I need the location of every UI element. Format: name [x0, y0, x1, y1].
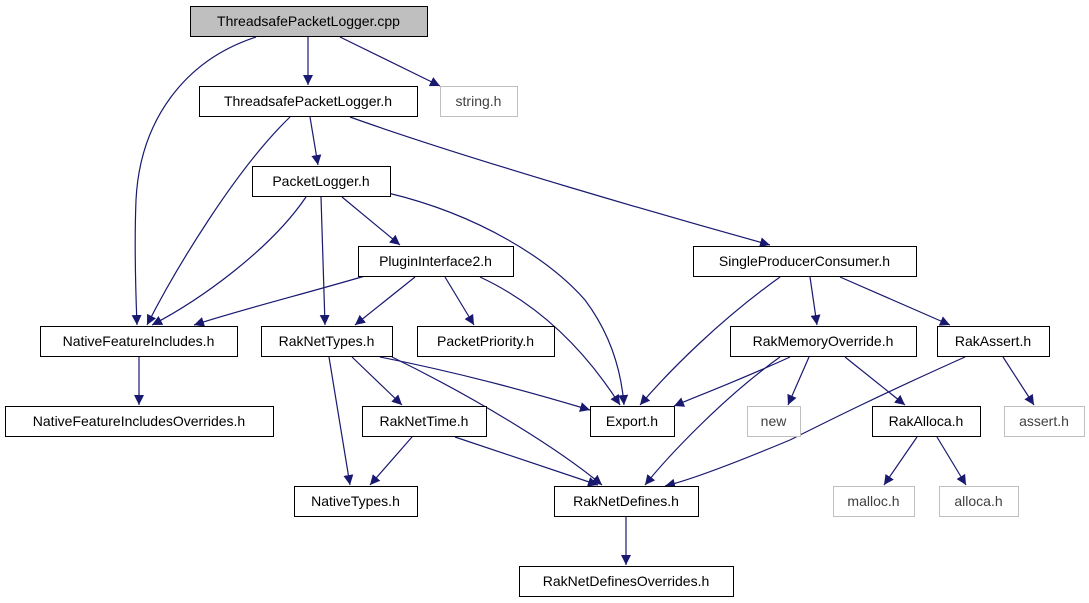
edge-n3-n13 [387, 192, 629, 406]
edge-n1-n3 [309, 116, 322, 166]
edge-n5-n7 [354, 276, 416, 326]
node-box [939, 486, 1019, 517]
edge-n7-n17 [328, 356, 354, 486]
node-box [1004, 406, 1085, 437]
node-n11[interactable]: NativeFeatureIncludesOverrides.h [5, 406, 274, 437]
node-label: assert.h [1019, 413, 1069, 429]
node-n20[interactable]: alloca.h [939, 486, 1019, 517]
node-box [590, 406, 675, 437]
node-label: PacketLogger.h [272, 173, 369, 189]
node-label: RakMemoryOverride.h [753, 333, 894, 349]
node-box [872, 406, 981, 437]
node-label: RakNetDefines.h [573, 493, 679, 509]
edge-n12-n18 [454, 436, 599, 487]
node-n17[interactable]: NativeTypes.h [294, 486, 418, 517]
node-box [294, 486, 418, 517]
node-label: RakNetDefinesOverrides.h [543, 573, 710, 589]
node-n5[interactable]: PluginInterface2.h [358, 246, 514, 277]
edge-n7-n18 [391, 356, 603, 486]
edge-n10-n18 [664, 356, 966, 489]
node-box [417, 326, 555, 357]
node-box [937, 326, 1050, 357]
edge-n3-n6 [151, 196, 307, 326]
node-box [199, 86, 418, 117]
edge-n1-n6 [146, 116, 291, 326]
node-n16[interactable]: assert.h [1004, 406, 1085, 437]
node-label: ThreadsafePacketLogger.h [224, 93, 392, 109]
node-label: PacketPriority.h [437, 333, 534, 349]
edge-n0-n6 [131, 36, 257, 326]
node-n1[interactable]: ThreadsafePacketLogger.h [199, 86, 418, 117]
node-box [190, 6, 428, 37]
node-box [358, 246, 514, 277]
node-n10[interactable]: RakAssert.h [937, 326, 1050, 357]
node-label: alloca.h [954, 493, 1002, 509]
node-label: SingleProducerConsumer.h [719, 253, 890, 269]
node-label: string.h [456, 93, 502, 109]
edge-n0-n2 [339, 36, 441, 87]
edge-n3-n7 [319, 196, 330, 326]
node-n18[interactable]: RakNetDefines.h [554, 486, 699, 517]
node-n21[interactable]: RakNetDefinesOverrides.h [519, 566, 734, 597]
node-label: NativeFeatureIncludes.h [63, 333, 215, 349]
edge-n7-n12 [351, 356, 403, 406]
edge-n5-n13 [479, 276, 621, 406]
node-box [362, 406, 487, 437]
edge-n7-n13 [379, 356, 591, 412]
edge-n1-n4 [349, 116, 771, 248]
edge-n4-n9 [809, 276, 821, 326]
node-n6[interactable]: NativeFeatureIncludes.h [40, 326, 238, 357]
node-box [730, 326, 917, 357]
node-label: NativeFeatureIncludesOverrides.h [33, 413, 245, 429]
edges-layer [131, 36, 1035, 565]
node-box [261, 326, 393, 357]
edge-n9-n18 [644, 356, 781, 486]
node-n8[interactable]: PacketPriority.h [417, 326, 555, 357]
node-box [693, 246, 917, 277]
node-box [554, 486, 699, 517]
node-label: RakAlloca.h [889, 413, 964, 429]
edge-n15-n19 [883, 436, 918, 486]
node-n9[interactable]: RakMemoryOverride.h [730, 326, 917, 357]
node-n19[interactable]: malloc.h [833, 486, 915, 517]
node-box [252, 166, 391, 197]
edge-n4-n13 [639, 276, 781, 406]
node-n0[interactable]: ThreadsafePacketLogger.cpp [190, 6, 428, 37]
edge-n15-n20 [936, 436, 967, 486]
node-box [40, 326, 238, 357]
node-label: NativeTypes.h [311, 493, 400, 509]
node-label: PluginInterface2.h [379, 253, 492, 269]
edge-n9-n14 [787, 356, 810, 406]
node-box [5, 406, 274, 437]
edge-n3-n5 [341, 196, 401, 246]
edge-n12-n17 [369, 436, 413, 486]
edge-n5-n8 [444, 276, 475, 326]
node-label: RakNetTime.h [380, 413, 469, 429]
node-label: ThreadsafePacketLogger.cpp [217, 13, 400, 29]
node-n2[interactable]: string.h [440, 86, 518, 117]
node-n12[interactable]: RakNetTime.h [362, 406, 487, 437]
node-box [440, 86, 518, 117]
node-box [833, 486, 915, 517]
node-n3[interactable]: PacketLogger.h [252, 166, 391, 197]
node-n14[interactable]: new [747, 406, 801, 437]
node-box [747, 406, 801, 437]
nodes-layer: ThreadsafePacketLogger.cppThreadsafePack… [5, 6, 1085, 597]
node-box [519, 566, 734, 597]
edge-n5-n6 [193, 275, 366, 327]
node-label: new [761, 413, 788, 429]
edge-n10-n16 [1002, 356, 1035, 406]
node-label: RakNetTypes.h [279, 333, 375, 349]
edge-n4-n10 [839, 276, 951, 326]
node-label: RakAssert.h [955, 333, 1031, 349]
node-label: malloc.h [847, 493, 899, 509]
node-n15[interactable]: RakAlloca.h [872, 406, 981, 437]
node-n13[interactable]: Export.h [590, 406, 675, 437]
node-label: Export.h [606, 413, 658, 429]
node-n7[interactable]: RakNetTypes.h [261, 326, 393, 357]
edge-n9-n15 [844, 356, 906, 406]
node-n4[interactable]: SingleProducerConsumer.h [693, 246, 917, 277]
edge-n9-n13 [673, 356, 791, 407]
